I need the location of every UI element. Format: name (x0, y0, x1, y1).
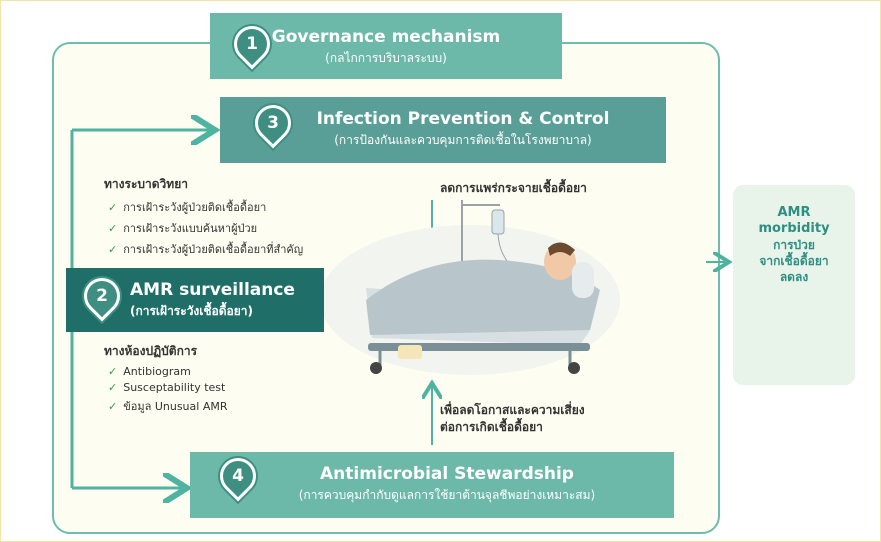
governance-subtitle: (กลไกการบริบาลระบบ) (325, 51, 447, 65)
patient-bed-illustration (320, 200, 620, 375)
list-item: ✓การเฝ้าระวังผู้ป่วยติดเชื้อดื้อยา (108, 201, 267, 214)
amr-title: AMR surveillance (130, 280, 295, 300)
check-icon: ✓ (108, 381, 118, 394)
lab-heading: ทางห้องปฏิบัติการ (104, 344, 198, 358)
list-item: ✓ข้อมูล Unusual AMR (108, 400, 228, 413)
governance-title: Governance mechanism (271, 27, 501, 47)
note-reduce-risk: เพื่อลดโอกาสและความเสี่ยง ต่อการเกิดเชื้… (440, 403, 585, 434)
outcome-subtitle: การป่วย จากเชื้อดื้อยา ลดลง (759, 238, 829, 284)
ams-subtitle: (การควบคุมกำกับดูแลการใช้ยาต้านจุลชีพอย่… (298, 488, 596, 502)
ipc-title: Infection Prevention & Control (316, 109, 610, 129)
check-icon: ✓ (108, 222, 118, 235)
epidemiology-section: ทางระบาดวิทยา ✓การเฝ้าระวังผู้ป่วยติดเชื… (104, 175, 303, 258)
outcome-panel: AMR morbidity การป่วย จากเชื้อดื้อยา ลดล… (733, 185, 855, 385)
list-item: ✓การเฝ้าระวังผู้ป่วยติดเชื้อดื้อยาที่สำค… (108, 243, 304, 256)
ams-box: Antimicrobial Stewardship (การควบคุมกำกั… (190, 452, 674, 518)
check-icon: ✓ (108, 243, 118, 256)
list-item: ✓Susceptability test (108, 381, 226, 394)
outcome-title: AMR morbidity (758, 205, 830, 236)
lab-section: ทางห้องปฏิบัติการ ✓Antibiogram ✓Suscepta… (104, 342, 227, 415)
check-icon: ✓ (108, 201, 118, 214)
amr-subtitle: (การเฝ้าระวังเชื้อดื้อยา) (130, 304, 253, 318)
check-icon: ✓ (108, 365, 118, 378)
ipc-subtitle: (การป้องกันและควบคุมการติดเชื้อในโรงพยาบ… (334, 133, 592, 147)
epidemiology-heading: ทางระบาดวิทยา (104, 177, 188, 191)
ipc-box: Infection Prevention & Control (การป้องก… (220, 97, 666, 163)
check-icon: ✓ (108, 400, 118, 413)
list-item: ✓Antibiogram (108, 365, 191, 378)
note-reduce-spread: ลดการแพร่กระจายเชื้อดื้อยา (440, 181, 587, 195)
list-item: ✓การเฝ้าระวังแบบค้นหาผู้ป่วย (108, 222, 258, 235)
ams-title: Antimicrobial Stewardship (320, 464, 574, 484)
